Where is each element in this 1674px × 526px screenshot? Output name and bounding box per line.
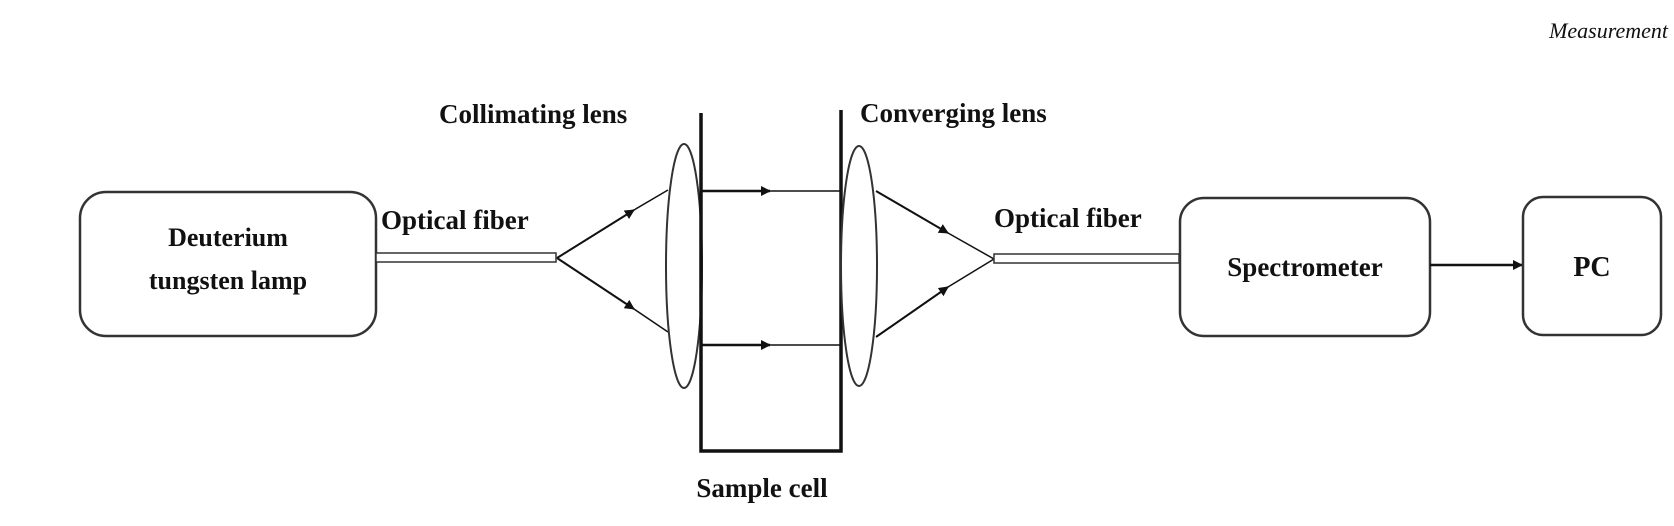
converging-lens: Converging lens bbox=[840, 98, 1047, 387]
collimating-lens: Collimating lens bbox=[439, 99, 703, 389]
lamp-label-line1: Deuterium bbox=[168, 223, 288, 252]
pc-label: PC bbox=[1573, 252, 1610, 283]
optical-fiber-left-label: Optical fiber bbox=[381, 205, 529, 235]
converging-lens-label: Converging lens bbox=[860, 98, 1047, 128]
optical-fiber-right: Optical fiber bbox=[993, 203, 1180, 264]
spectrometer-box: Spectrometer bbox=[1178, 196, 1432, 338]
lamp-box: Deuterium tungsten lamp bbox=[78, 190, 378, 338]
lamp-label-line2: tungsten lamp bbox=[149, 266, 307, 295]
diverging-rays bbox=[556, 189, 669, 333]
optical-fiber-right-label: Optical fiber bbox=[994, 203, 1142, 233]
parallel-rays bbox=[701, 186, 841, 350]
sample-cell-label: Sample cell bbox=[696, 473, 828, 503]
spectrometer-label: Spectrometer bbox=[1227, 252, 1382, 282]
pc-box: PC bbox=[1521, 195, 1663, 337]
sample-cell: Sample cell bbox=[696, 110, 843, 503]
collimating-lens-label: Collimating lens bbox=[439, 99, 627, 129]
journal-name: Measurement bbox=[1549, 18, 1668, 43]
converging-rays bbox=[875, 190, 995, 338]
optical-fiber-left: Optical fiber bbox=[375, 205, 557, 263]
